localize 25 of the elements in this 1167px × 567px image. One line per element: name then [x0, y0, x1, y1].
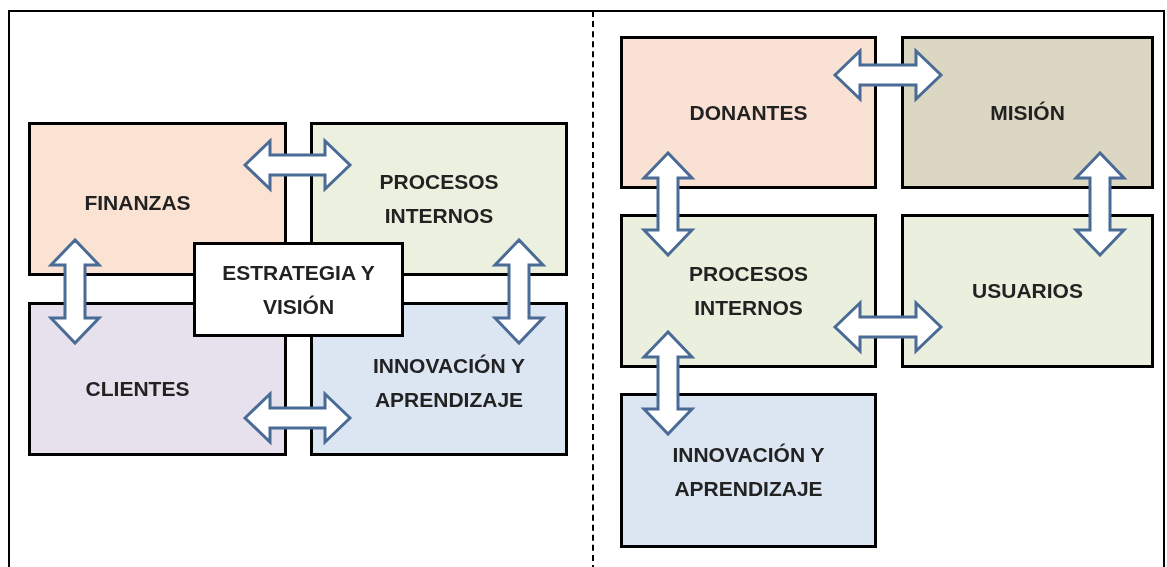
- box-label: CLIENTES: [84, 376, 191, 402]
- double-block-arrow: [640, 329, 696, 437]
- perspective-box: [901, 36, 1154, 189]
- perspective-box: [901, 214, 1154, 368]
- box-label: FINANZAS: [83, 190, 192, 216]
- double-block-arrow: [242, 390, 353, 446]
- double-block-arrow: [1072, 150, 1128, 258]
- double-block-arrow: [640, 150, 696, 258]
- center-box: [193, 242, 404, 337]
- box-label: DONANTES: [688, 99, 809, 126]
- double-block-arrow: [242, 137, 353, 193]
- box-label: PROCESOS INTERNOS: [378, 169, 500, 229]
- box-label: INNOVACIÓN Y APRENDIZAJE: [371, 353, 527, 413]
- double-block-arrow: [832, 47, 944, 103]
- perspective-box: [620, 214, 877, 368]
- double-block-arrow: [491, 237, 547, 346]
- box-label: ESTRATEGIA Y VISIÓN: [221, 259, 376, 320]
- double-block-arrow: [47, 237, 103, 346]
- perspective-box: [620, 393, 877, 548]
- double-block-arrow: [832, 299, 944, 355]
- perspective-box: [620, 36, 877, 189]
- box-label: PROCESOS INTERNOS: [688, 261, 809, 321]
- box-label: USUARIOS: [971, 278, 1084, 304]
- box-label: INNOVACIÓN Y APRENDIZAJE: [671, 441, 826, 502]
- box-label: MISIÓN: [989, 99, 1066, 126]
